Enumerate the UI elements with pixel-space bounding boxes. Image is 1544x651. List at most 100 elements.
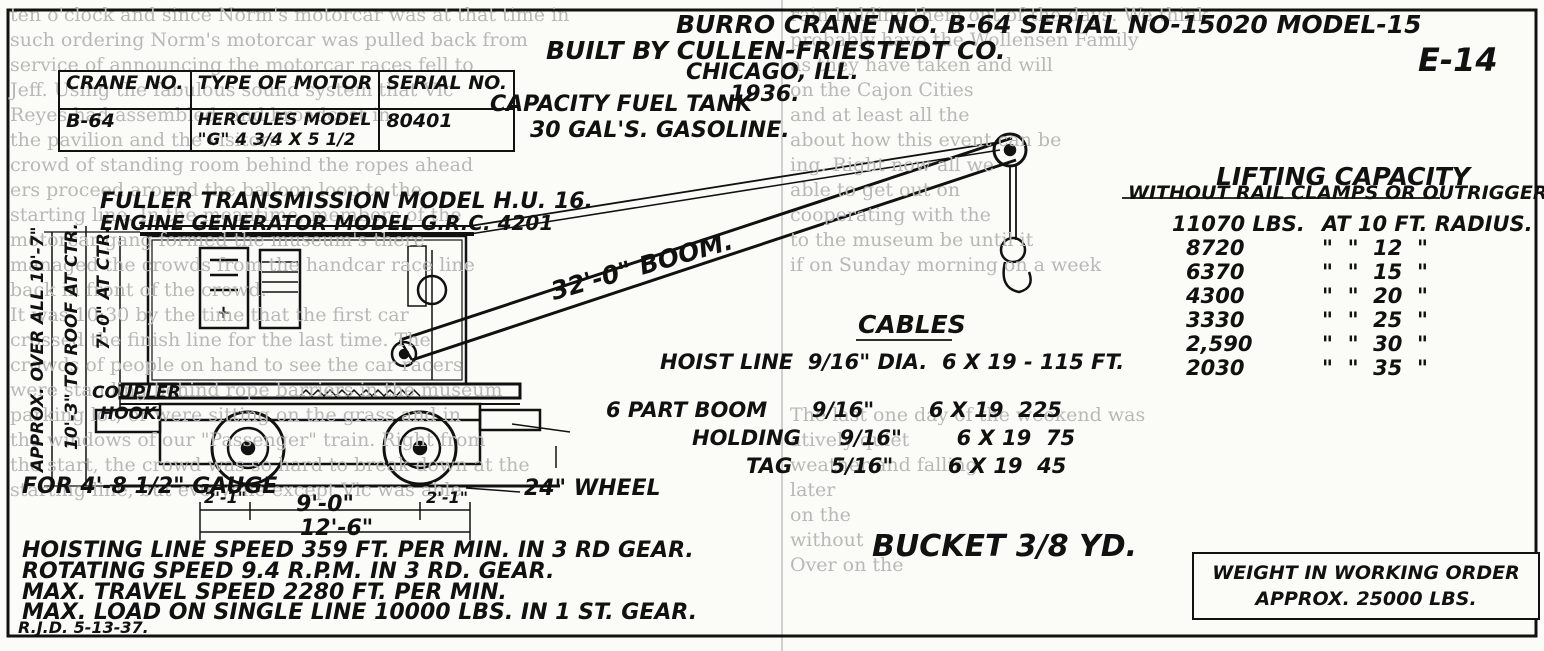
dim-total: 12'-6" [300, 516, 374, 541]
bg-line: parking lot, or were sitting on the gras… [10, 404, 461, 426]
fuel-tank-label: CAPACITY FUEL TANK [490, 92, 752, 117]
dim-seg-3: 2'-1" [426, 488, 469, 507]
table-cell: 80401 [378, 108, 516, 152]
lifting-capacity-title: LIFTING CAPACITY [1216, 162, 1470, 191]
cable-name: TAG [746, 454, 793, 478]
bucket-label: BUCKET 3/8 YD. [872, 529, 1138, 564]
bg-line: back in front of the crowd. [10, 279, 267, 301]
bg-line: The last one day of the weekend was [790, 404, 1146, 426]
table-header: TYPE OF MOTOR [189, 70, 381, 110]
cable-spec: 6 X 19 75 [956, 426, 1076, 450]
cable-spec: 6 X 19 - 115 FT. [942, 350, 1125, 374]
bg-line: were standing behind rope barriers in th… [10, 379, 503, 401]
bg-line: starting line. In the meantime, members … [10, 204, 462, 226]
table-cell: B-64 [58, 108, 192, 152]
capacity-radius: " " 30 " [1322, 332, 1428, 356]
dim-seg-2: 9'-0" [296, 492, 354, 517]
spec-travel-speed: MAX. TRAVEL SPEED 2280 FT. PER MIN. [22, 580, 507, 605]
bg-line: service of announcing the motorcar races… [10, 54, 474, 76]
capacity-radius: " " 15 " [1322, 260, 1428, 284]
capacity-radius: AT 10 FT. RADIUS. [1322, 212, 1533, 236]
capacity-lbs: 2030 [1186, 356, 1245, 380]
table-header: SERIAL NO. [378, 70, 516, 110]
bg-line: ers proceed around the balloon loop to t… [10, 179, 422, 201]
capacity-lbs: 11070 LBS. [1172, 212, 1305, 236]
bg-line: on the Cajon Cities [790, 79, 974, 101]
bg-line: on the [790, 504, 851, 526]
capacity-radius: " " 35 " [1322, 356, 1428, 380]
title-line-4: 1936. [730, 82, 800, 107]
spec-rotating-speed: ROTATING SPEED 9.4 R.P.M. IN 3 RD. GEAR. [22, 559, 555, 584]
bg-line: able to get out on [790, 179, 961, 201]
dim-seg-1: 2'-1" [204, 488, 247, 507]
weight-value: APPROX. 25000 LBS. [1255, 588, 1477, 610]
table-header: CRANE NO. [58, 70, 192, 110]
fuel-tank-value: 30 GAL'S. GASOLINE. [530, 118, 790, 143]
bg-line: atively quiet [790, 429, 910, 451]
lifting-capacity-subtitle: WITHOUT RAIL CLAMPS OR OUTRIGGERS. [1128, 182, 1544, 204]
title-line-1: BURRO CRANE NO. B-64 SERIAL NO-15020 MOD… [676, 10, 1422, 39]
bg-line: cooperating with the [790, 204, 991, 226]
cable-dia: 9/16" DIA. [807, 350, 928, 374]
bg-line: crossed the finish line for the last tim… [10, 329, 431, 351]
capacity-radius: " " 20 " [1322, 284, 1428, 308]
bg-line: if on Sunday morning on a week [790, 254, 1102, 276]
coupler-label-2: HOOK. [100, 404, 163, 424]
capacity-lbs: 6370 [1186, 260, 1245, 284]
list-item: 3330" " 25 " [1172, 308, 1428, 332]
cable-dia: 9/16" [811, 398, 875, 422]
list-item: TAG 5/16" 6 X 19 45 [746, 454, 1066, 478]
cable-spec: 6 X 19 45 [947, 454, 1067, 478]
weight-box: WEIGHT IN WORKING ORDER APPROX. 25000 LB… [1192, 552, 1540, 620]
crane-drawing: + [44, 132, 1440, 540]
list-item: 6 PART BOOM 9/16" 6 X 19 225 [606, 398, 1062, 422]
signature: R.J.D. 5-13-37. [18, 618, 149, 637]
cable-name: HOIST LINE [660, 350, 794, 374]
crane-spec-table: CRANE NO. TYPE OF MOTOR SERIAL NO. B-64 … [58, 70, 516, 152]
dim-center-height: 7'-0" AT CTR. [94, 226, 114, 350]
bg-line: without [790, 529, 864, 551]
dim-overall-height: APPROX. OVER ALL 10'-7" [28, 226, 48, 472]
capacity-lbs: 3330 [1186, 308, 1245, 332]
transmission-label: FULLER TRANSMISSION MODEL H.U. 16. [100, 189, 593, 214]
bg-line: rain holding them out of the days. We th… [790, 4, 1209, 26]
bg-line: crowd of standing room behind the ropes … [10, 154, 474, 176]
bg-line: ten o'clock and since Norm's motorcar wa… [10, 4, 570, 26]
list-item: 2030 " " 35 " [1172, 356, 1428, 380]
cable-spec: 6 X 19 225 [928, 398, 1062, 422]
bg-line: motorcar gang formed the museum's there [10, 229, 425, 251]
list-item: 4300 " " 20 " [1172, 284, 1428, 308]
bg-line: the start, the crowd was so hard to brea… [10, 454, 530, 476]
svg-text:+: + [216, 302, 231, 323]
bg-line: starting line, but everyone except Vic w… [10, 479, 462, 501]
dim-roof-height: 10'-3" TO ROOF AT CTR. [62, 223, 82, 450]
cable-name: 6 PART BOOM [606, 398, 768, 422]
list-item: 6370 " " 15 " [1172, 260, 1428, 284]
bg-line: such ordering Norm's motorcar was pulled… [10, 29, 528, 51]
list-item: 11070 LBS. AT 10 FT. RADIUS. [1172, 212, 1533, 236]
spec-hoisting-speed: HOISTING LINE SPEED 359 FT. PER MIN. IN … [22, 538, 694, 563]
title-line-2: BUILT BY CULLEN-FRIESTEDT CO. [546, 36, 1006, 65]
spec-max-load: MAX. LOAD ON SINGLE LINE 10000 LBS. IN 1… [22, 600, 698, 625]
bg-line: and at least all the [790, 104, 970, 126]
table-cell: HERCULES MODEL "G" 4 3/4 X 5 1/2 [189, 108, 381, 152]
bg-line: the windows of our "Passenger" train. Ri… [10, 429, 486, 451]
cable-dia: 5/16" [830, 454, 894, 478]
bg-line: probably have the Wollensen Family [790, 29, 1139, 51]
bg-line: ing. Right now all we [790, 154, 995, 176]
title-line-3: CHICAGO, ILL. [686, 60, 859, 85]
bg-line: crowds of people on hand to see the car … [10, 354, 463, 376]
engine-generator-label: ENGINE GENERATOR MODEL G.R.C. 4201 [100, 211, 554, 235]
list-item: 8720" " 12 " [1172, 236, 1428, 260]
wheel-label: 24" WHEEL [524, 476, 661, 501]
weight-label: WEIGHT IN WORKING ORDER [1212, 562, 1520, 584]
coupler-label: COUPLER [92, 383, 181, 403]
bg-line: Over on the [790, 554, 904, 576]
capacity-lbs: 4300 [1186, 284, 1245, 308]
gauge-label: FOR 4'-8 1/2" GAUGE [22, 474, 278, 499]
list-item: 2,590" " 30 " [1172, 332, 1428, 356]
drawing-number: E-14 [1418, 41, 1498, 79]
bg-line: weather and falling [790, 454, 978, 476]
bg-line: to the museum be until it [790, 229, 1034, 251]
bg-line: as they have taken and will [790, 54, 1053, 76]
